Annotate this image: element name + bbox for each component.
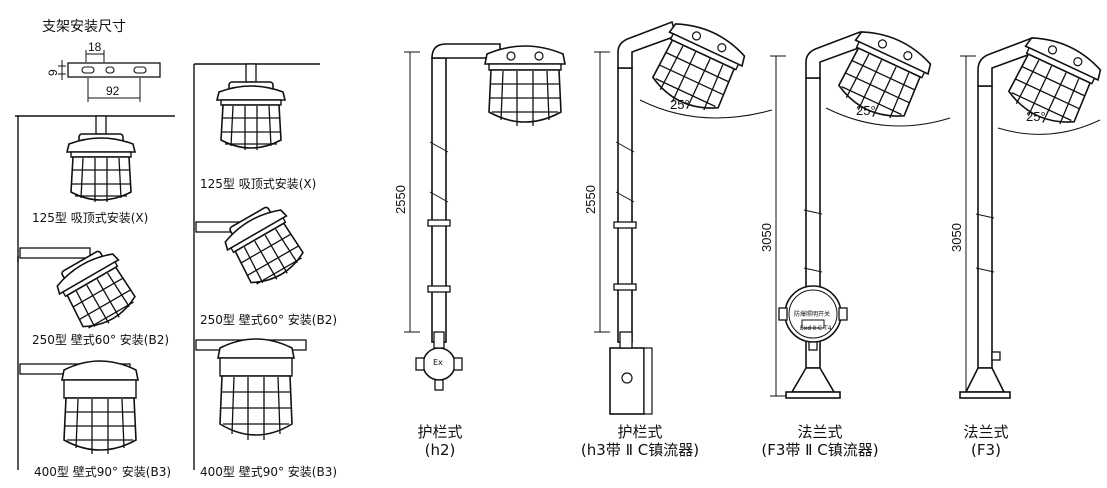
label-400-left: 400型 壁式90° 安装(B3): [34, 465, 172, 479]
bracket-title: 支架安装尺寸: [42, 19, 126, 35]
label-250-left: 250型 壁式60° 安装(B2): [32, 333, 170, 347]
caption-f3-ballast-line1: 法兰式: [797, 423, 843, 441]
caption-f3: 法兰式 (F3): [946, 423, 1026, 459]
caption-h2-line1: 护栏式: [417, 423, 463, 441]
dim-92: 92: [106, 84, 120, 98]
caption-f3-ballast-line2: (F3带 Ⅱ C镇流器): [761, 441, 879, 459]
dim-18: 18: [88, 40, 102, 54]
ballast-box-line1: 防爆照明开关: [794, 311, 831, 318]
pole-f3-ballast-angle: 25°: [856, 103, 876, 118]
caption-h3-line2: (h3带 Ⅱ C镇流器): [580, 441, 700, 459]
caption-h3-line1: 护栏式: [617, 423, 663, 441]
caption-f3-line1: 法兰式: [963, 423, 1009, 441]
dim-9: 9: [46, 69, 60, 76]
caption-h3: 护栏式 (h3带 Ⅱ C镇流器): [560, 423, 720, 459]
pole-h2: [404, 43, 566, 391]
pole-h3-height: 2550: [583, 185, 598, 214]
pole-f3-ballast: [770, 23, 951, 399]
pole-h2-height: 2550: [393, 185, 408, 214]
caption-h2: 护栏式 (h2): [400, 423, 480, 459]
junction-box-mark: Ex: [433, 358, 443, 367]
ballast-box-line2: Exd Ⅱ C T4: [800, 325, 832, 332]
second-column-mounts: [193, 63, 320, 470]
label-400-right: 400型 壁式90° 安装(B3): [200, 465, 338, 479]
pole-f3-height: 3050: [949, 223, 964, 252]
label-125-left: 125型 吸顶式安装(X): [32, 211, 149, 225]
left-column-mounts: [15, 115, 175, 470]
caption-f3-line2: (F3): [971, 441, 1001, 459]
pole-f3: [959, 29, 1107, 399]
caption-h2-line2: (h2): [424, 441, 456, 459]
bracket-drawing: [58, 50, 161, 102]
pole-h3: [594, 15, 773, 415]
label-250-right: 250型 壁式60° 安装(B2): [200, 313, 338, 327]
label-125-right: 125型 吸顶式安装(X): [200, 177, 317, 191]
caption-f3-ballast: 法兰式 (F3带 Ⅱ C镇流器): [740, 423, 900, 459]
pole-f3-ballast-height: 3050: [759, 223, 774, 252]
pole-f3-angle: 25°: [1026, 109, 1046, 124]
pole-h3-angle: 25°: [670, 97, 690, 112]
